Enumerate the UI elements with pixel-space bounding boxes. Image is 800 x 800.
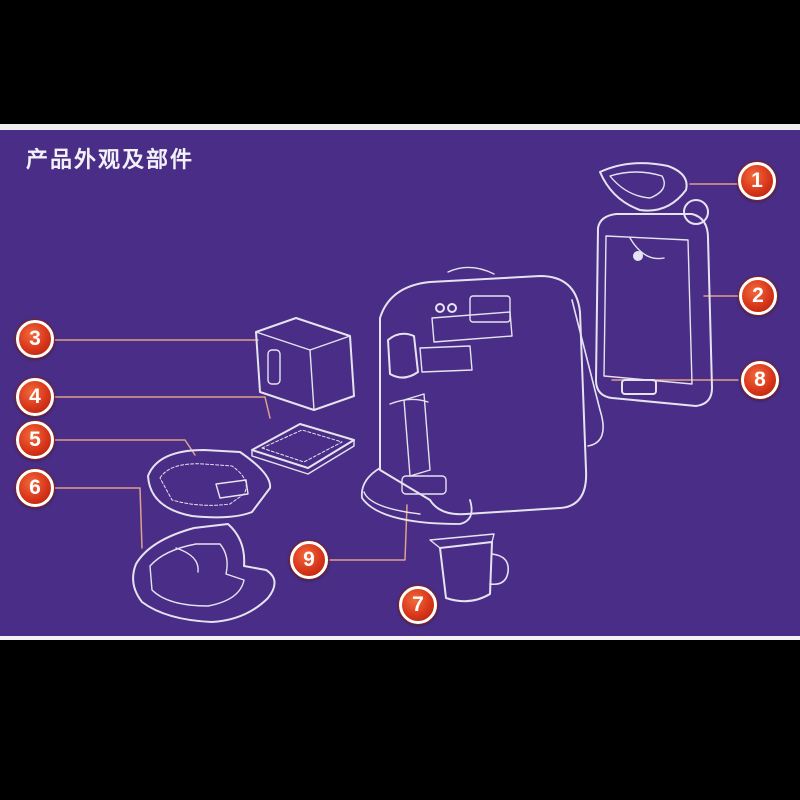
part-2-water-tank xyxy=(595,213,713,407)
callout-9: 9 xyxy=(290,541,328,579)
part-5-drip-tray-cover xyxy=(147,449,272,519)
coffee-machine-body xyxy=(360,266,604,525)
callout-5: 5 xyxy=(16,421,54,459)
callout-8: 8 xyxy=(741,361,779,399)
callout-7: 7 xyxy=(399,586,437,624)
callout-1: 1 xyxy=(738,162,776,200)
part-3-capsule-container xyxy=(255,317,355,411)
part-6-drip-tray-base xyxy=(132,523,276,623)
bottom-border-strip xyxy=(0,636,800,640)
callout-3: 3 xyxy=(16,320,54,358)
callout-6: 6 xyxy=(16,469,54,507)
leader-line-5 xyxy=(54,439,196,456)
leader-lines xyxy=(54,183,739,561)
top-border-strip xyxy=(0,124,800,134)
part-4-drip-grid xyxy=(251,423,355,475)
part-1-lid xyxy=(599,162,709,225)
part-7-milk-jug xyxy=(429,533,509,603)
diagram-title: 产品外观及部件 xyxy=(26,148,195,173)
leader-line-6 xyxy=(54,487,143,549)
callout-2: 2 xyxy=(739,277,777,315)
leader-line-9 xyxy=(329,504,408,561)
callout-4: 4 xyxy=(16,378,54,416)
part-8-tank-base xyxy=(621,379,657,395)
leader-line-4 xyxy=(54,396,271,419)
